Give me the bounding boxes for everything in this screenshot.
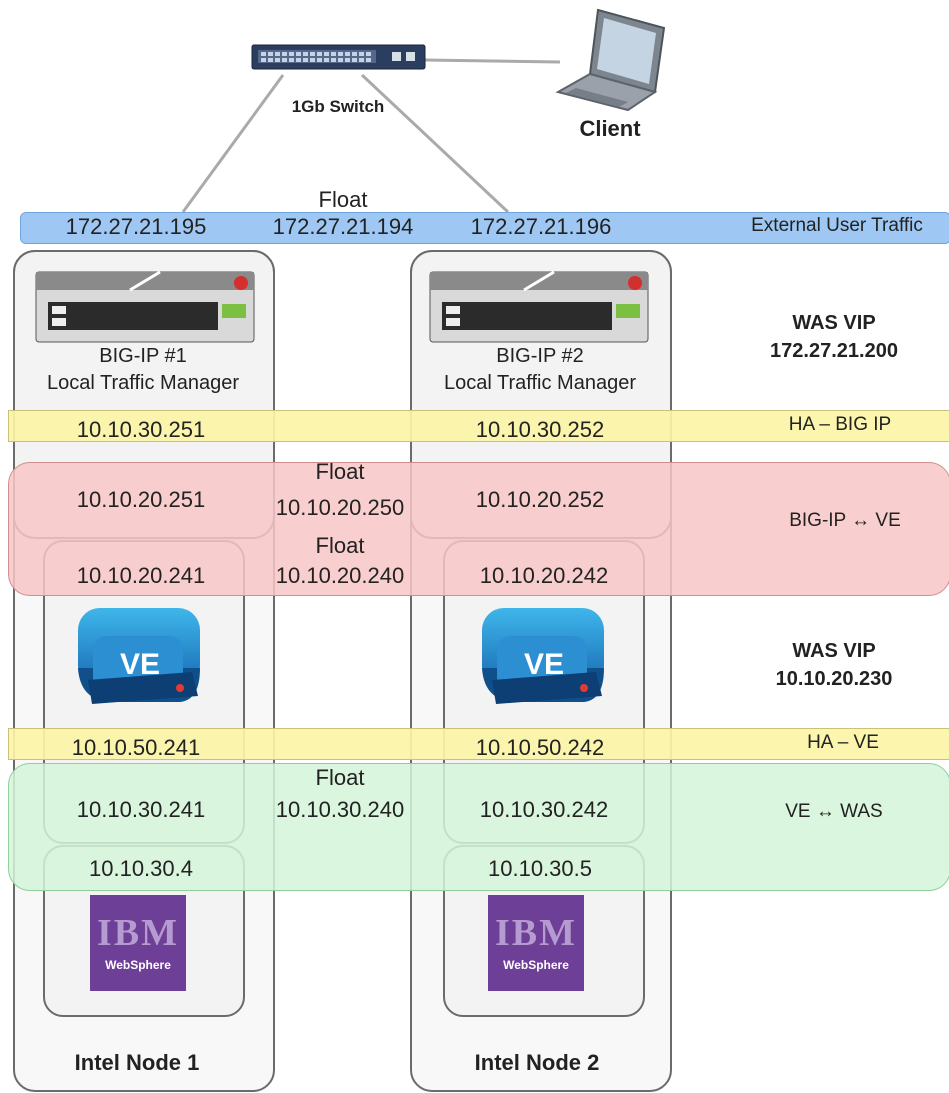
ha-ve-ip-left: 10.10.50.241 (71, 735, 201, 760)
link-switch-bigip2 (360, 73, 510, 214)
ha-bigip-label: HA – BIG IP (788, 414, 892, 435)
was-2-ip: 10.10.30.5 (488, 856, 592, 881)
bigip-ve-ip-float-2: 10.10.20.240 (275, 563, 405, 588)
ha-ve-band (8, 728, 949, 760)
ve-was-float-label: Float (315, 765, 365, 790)
bigip-ve-ip-left-2: 10.10.20.241 (76, 563, 206, 588)
bigip-ve-band (8, 462, 949, 596)
bigip-1-role: Local Traffic Manager (47, 372, 239, 394)
bigip-2-role: Local Traffic Manager (444, 372, 636, 394)
external-float-label: Float (318, 187, 368, 212)
bigip-1-name: BIG-IP #1 (99, 345, 187, 367)
ha-bigip-ip-left: 10.10.30.251 (76, 417, 206, 442)
bigip-ve-ip-left-1: 10.10.20.251 (76, 487, 206, 512)
bigip-ve-ip-float-1: 10.10.20.250 (275, 495, 405, 520)
ibm-logo-2: IBM (495, 912, 577, 954)
ve-was-band (8, 763, 949, 891)
bigip-ve-ip-right-1: 10.10.20.252 (475, 487, 605, 512)
ha-bigip-band (8, 410, 949, 442)
bigip-ve-label: BIG-IP ↔ VE (789, 510, 901, 531)
ext-band-label: External User Traffic (751, 215, 923, 236)
ext-ip-float: 172.27.21.194 (272, 214, 414, 239)
intel-node-2-label: Intel Node 2 (474, 1050, 600, 1075)
ve-was-label: VE ↔ WAS (785, 801, 883, 822)
was-vip-ext-ip: 172.27.21.200 (770, 340, 898, 362)
ve-was-ip-right: 10.10.30.242 (479, 797, 609, 822)
ve-1-label: VE (119, 648, 161, 681)
bigip-ve-float-label-2: Float (315, 533, 365, 558)
ha-ve-label: HA – VE (807, 732, 879, 753)
ibm-websphere-2-logo: IBM WebSphere (488, 895, 584, 991)
websphere-label-1: WebSphere (105, 958, 171, 972)
ve-was-ip-left: 10.10.30.241 (76, 797, 206, 822)
link-switch-bigip1 (181, 74, 285, 213)
websphere-label-2: WebSphere (503, 958, 569, 972)
bigip-ve-float-label-1: Float (315, 459, 365, 484)
ha-bigip-ip-right: 10.10.30.252 (475, 417, 605, 442)
bigip-2-name: BIG-IP #2 (496, 345, 584, 367)
client-label: Client (579, 116, 641, 141)
ext-ip-left: 172.27.21.195 (65, 214, 207, 239)
ibm-logo-1: IBM (97, 912, 179, 954)
link-switch-client (424, 58, 561, 64)
intel-node-1-label: Intel Node 1 (74, 1050, 200, 1075)
switch-label: 1Gb Switch (291, 97, 385, 116)
ve-was-ip-float: 10.10.30.240 (275, 797, 405, 822)
external-traffic-band (20, 212, 949, 244)
ve-2-label: VE (523, 648, 565, 681)
was-vip-ext-title: WAS VIP (792, 312, 876, 334)
was-vip-int-ip: 10.10.20.230 (775, 668, 893, 690)
was-vip-int-title: WAS VIP (792, 640, 876, 662)
was-1-ip: 10.10.30.4 (89, 856, 193, 881)
ext-ip-right: 172.27.21.196 (470, 214, 612, 239)
bigip-ve-ip-right-2: 10.10.20.242 (479, 563, 609, 588)
ha-ve-ip-right: 10.10.50.242 (475, 735, 605, 760)
ibm-websphere-1-logo: IBM WebSphere (90, 895, 186, 991)
